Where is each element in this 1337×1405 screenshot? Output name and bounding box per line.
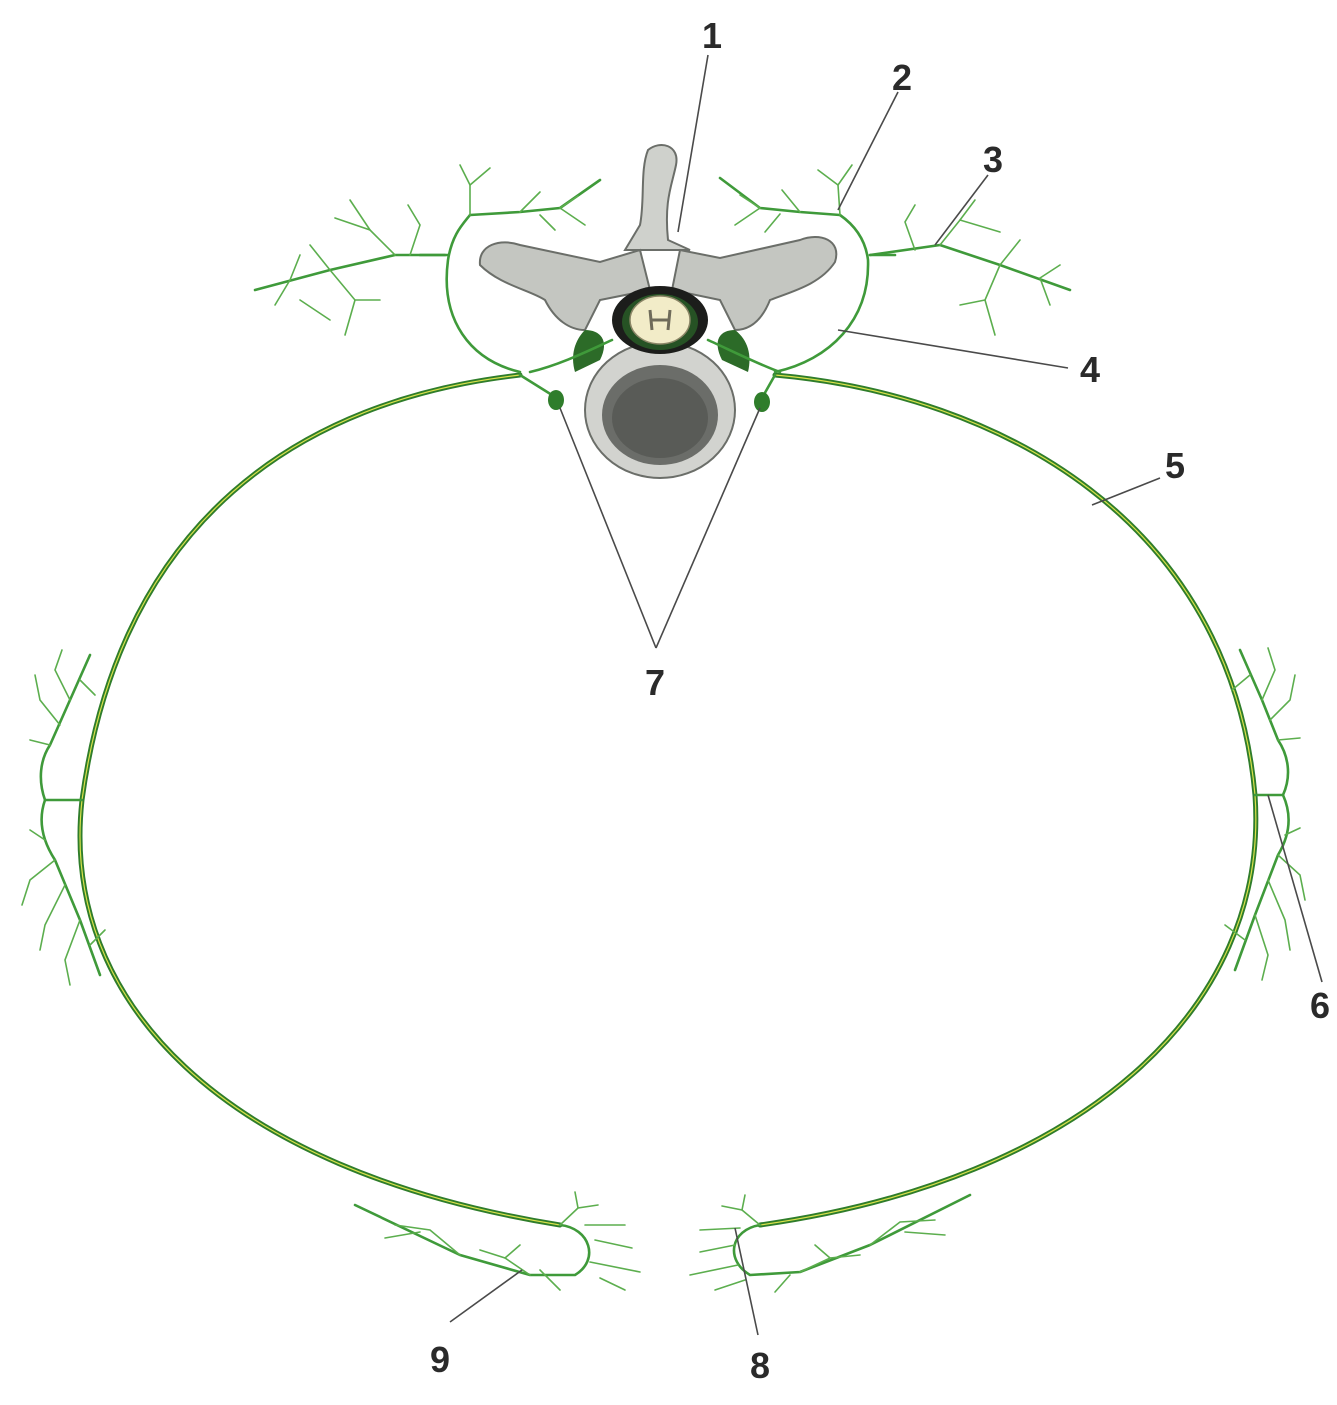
anterior-cutaneous-branch-right [690,1195,970,1292]
label-5: 5 [1165,445,1185,486]
label-9: 9 [430,1339,450,1380]
label-8: 8 [750,1345,770,1386]
label-7: 7 [645,662,665,703]
label-3: 3 [983,139,1003,180]
anterior-cutaneous-branch-left [355,1192,640,1290]
leader-9 [450,1270,522,1322]
thoracic-vertebra [480,145,836,478]
label-1: 1 [702,15,722,56]
sympathetic-ganglion-right [754,392,770,412]
leader-2 [838,92,898,210]
label-2: 2 [892,57,912,98]
leader-5 [1092,478,1160,505]
number-labels: 1 2 3 4 5 6 7 8 9 [430,15,1330,1386]
leader-3 [935,175,988,245]
spinous-process [625,145,690,250]
lateral-cutaneous-branch-left [22,650,105,985]
leader-6 [1268,795,1322,982]
label-4: 4 [1080,349,1100,390]
label-6: 6 [1310,985,1330,1026]
leader-4 [838,330,1068,368]
leader-1 [678,55,708,232]
leader-lines [450,55,1322,1335]
intercostal-nerve-ring [80,375,1256,1225]
sympathetic-ganglion-left [548,390,564,410]
